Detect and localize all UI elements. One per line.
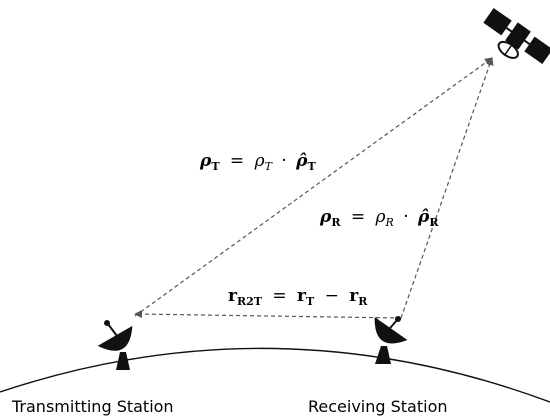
transmitting-dish-icon — [97, 320, 133, 370]
satellite-icon — [483, 7, 550, 65]
rho-t-vector — [134, 57, 493, 317]
receiving-station-label: Receiving Station — [308, 397, 448, 416]
r-r2t-vector — [134, 310, 402, 319]
rho-r-vector — [400, 57, 494, 319]
earth-surface — [0, 347, 550, 403]
rho-r-equation: ρR = ρR · ρ̂R — [319, 207, 439, 231]
rho-t-equation: ρT = ρT · ρ̂T — [199, 151, 316, 175]
transmitting-station-label: Transmitting Station — [11, 397, 174, 416]
r-r2t-equation: rR2T = rT − rR — [228, 286, 368, 310]
receiving-dish-icon — [374, 316, 408, 364]
